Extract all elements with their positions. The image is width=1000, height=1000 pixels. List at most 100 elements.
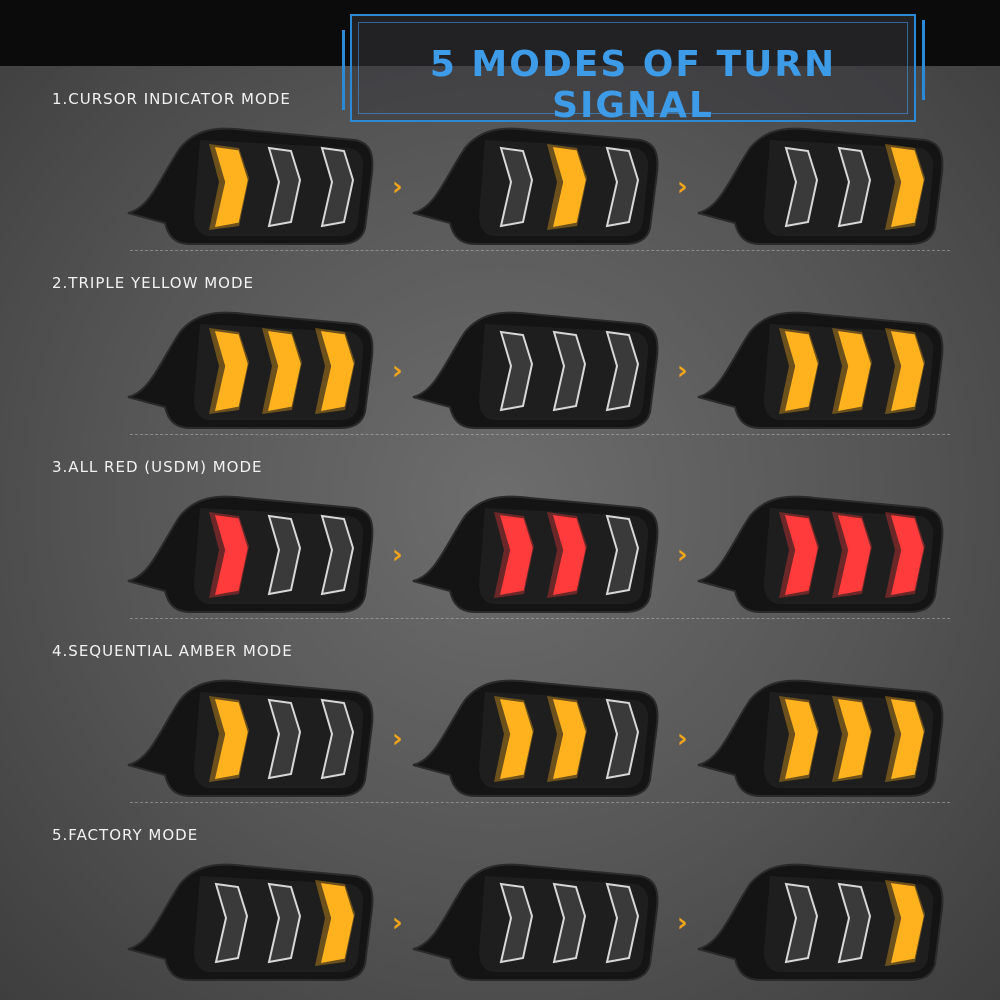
- mode-label-2: 2.TRIPLE YELLOW MODE: [52, 274, 254, 292]
- light-bar-1-amber: [779, 696, 819, 782]
- tail-lamp-frame-3: [690, 118, 945, 248]
- tail-lamp-graphic: [127, 863, 374, 981]
- light-bar-2-off: [837, 882, 872, 964]
- chevron-right-icon: ›: [677, 908, 688, 938]
- banner-inner-frame: [358, 22, 908, 114]
- light-bar-2-amber: [832, 328, 872, 414]
- tail-lamp-graphic: [127, 495, 374, 613]
- tail-lamp-graphic: [127, 311, 374, 429]
- light-bar-3-off: [320, 698, 355, 780]
- tail-lamp-frame-1: [120, 302, 375, 432]
- tail-lamp-frame-2: [405, 118, 660, 248]
- light-bar-3-amber: [885, 144, 925, 230]
- chevron-right-icon: ›: [677, 540, 688, 570]
- tail-lamp-frame-1: [120, 118, 375, 248]
- light-bar-3-off: [605, 698, 640, 780]
- light-bar-2-amber: [547, 696, 587, 782]
- tail-lamp-frame-2: [405, 854, 660, 984]
- chevron-right-icon: ›: [677, 724, 688, 754]
- tail-lamp-frame-1: [120, 486, 375, 616]
- light-bar-2-off: [267, 146, 302, 228]
- light-bar-3-off: [605, 882, 640, 964]
- light-bar-2-off: [837, 146, 872, 228]
- chevron-right-icon: ›: [392, 724, 403, 754]
- light-bar-1-off: [784, 146, 819, 228]
- tail-lamp-frame-3: [690, 486, 945, 616]
- mode-label-1: 1.CURSOR INDICATOR MODE: [52, 90, 291, 108]
- light-bar-3-amber: [885, 880, 925, 966]
- row-divider: [130, 250, 950, 251]
- tail-lamp-graphic: [412, 127, 659, 245]
- chevron-right-icon: ›: [677, 356, 688, 386]
- light-bar-1-amber: [779, 328, 819, 414]
- light-bar-1-off: [784, 882, 819, 964]
- mode-row-1: ››: [0, 118, 1000, 258]
- chevron-right-icon: ›: [392, 356, 403, 386]
- light-bar-1-off: [499, 146, 534, 228]
- tail-lamp-graphic: [697, 311, 944, 429]
- banner-title: 5 MODES OF TURN SIGNAL: [429, 44, 837, 126]
- chevron-right-icon: ›: [392, 172, 403, 202]
- row-divider: [130, 802, 950, 803]
- light-bar-1-red: [494, 512, 534, 598]
- light-bar-2-off: [267, 882, 302, 964]
- light-bar-3-red: [885, 512, 925, 598]
- chevron-right-icon: ›: [677, 172, 688, 202]
- row-divider: [130, 434, 950, 435]
- light-bar-2-red: [547, 512, 587, 598]
- tail-lamp-graphic: [412, 311, 659, 429]
- light-bar-1-amber: [209, 696, 249, 782]
- light-bar-3-amber: [315, 880, 355, 966]
- light-bar-2-off: [267, 514, 302, 596]
- light-bar-2-off: [552, 330, 587, 412]
- light-bar-2-amber: [262, 328, 302, 414]
- light-bar-3-off: [320, 514, 355, 596]
- light-bar-3-off: [605, 330, 640, 412]
- light-bar-1-red: [209, 512, 249, 598]
- tail-lamp-graphic: [127, 679, 374, 797]
- tail-lamp-graphic: [697, 863, 944, 981]
- banner-deco-left: [342, 30, 345, 110]
- mode-label-4: 4.SEQUENTIAL AMBER MODE: [52, 642, 293, 660]
- light-bar-2-off: [552, 882, 587, 964]
- light-bar-3-off: [605, 146, 640, 228]
- mode-row-3: ››: [0, 486, 1000, 626]
- tail-lamp-graphic: [412, 495, 659, 613]
- light-bar-1-off: [214, 882, 249, 964]
- chevron-right-icon: ›: [392, 908, 403, 938]
- tail-lamp-graphic: [697, 495, 944, 613]
- light-bar-2-red: [832, 512, 872, 598]
- tail-lamp-frame-1: [120, 670, 375, 800]
- title-banner: 5 MODES OF TURN SIGNAL: [350, 14, 916, 126]
- tail-lamp-frame-2: [405, 670, 660, 800]
- light-bar-3-amber: [885, 328, 925, 414]
- light-bar-1-amber: [209, 328, 249, 414]
- mode-row-5: ››: [0, 854, 1000, 994]
- light-bar-2-amber: [547, 144, 587, 230]
- tail-lamp-graphic: [412, 863, 659, 981]
- light-bar-1-off: [499, 882, 534, 964]
- mode-row-2: ››: [0, 302, 1000, 442]
- light-bar-2-off: [267, 698, 302, 780]
- light-bar-1-red: [779, 512, 819, 598]
- tail-lamp-graphic: [697, 679, 944, 797]
- light-bar-1-off: [499, 330, 534, 412]
- light-bar-3-off: [320, 146, 355, 228]
- banner-deco-right: [922, 20, 925, 100]
- tail-lamp-frame-3: [690, 670, 945, 800]
- mode-label-3: 3.ALL RED (USDM) MODE: [52, 458, 263, 476]
- chevron-right-icon: ›: [392, 540, 403, 570]
- light-bar-3-off: [605, 514, 640, 596]
- mode-label-5: 5.FACTORY MODE: [52, 826, 199, 844]
- mode-row-4: ››: [0, 670, 1000, 810]
- light-bar-1-amber: [209, 144, 249, 230]
- tail-lamp-graphic: [127, 127, 374, 245]
- light-bar-2-amber: [832, 696, 872, 782]
- tail-lamp-graphic: [697, 127, 944, 245]
- light-bar-1-amber: [494, 696, 534, 782]
- tail-lamp-frame-3: [690, 302, 945, 432]
- tail-lamp-frame-3: [690, 854, 945, 984]
- tail-lamp-frame-2: [405, 486, 660, 616]
- tail-lamp-frame-1: [120, 854, 375, 984]
- light-bar-3-amber: [885, 696, 925, 782]
